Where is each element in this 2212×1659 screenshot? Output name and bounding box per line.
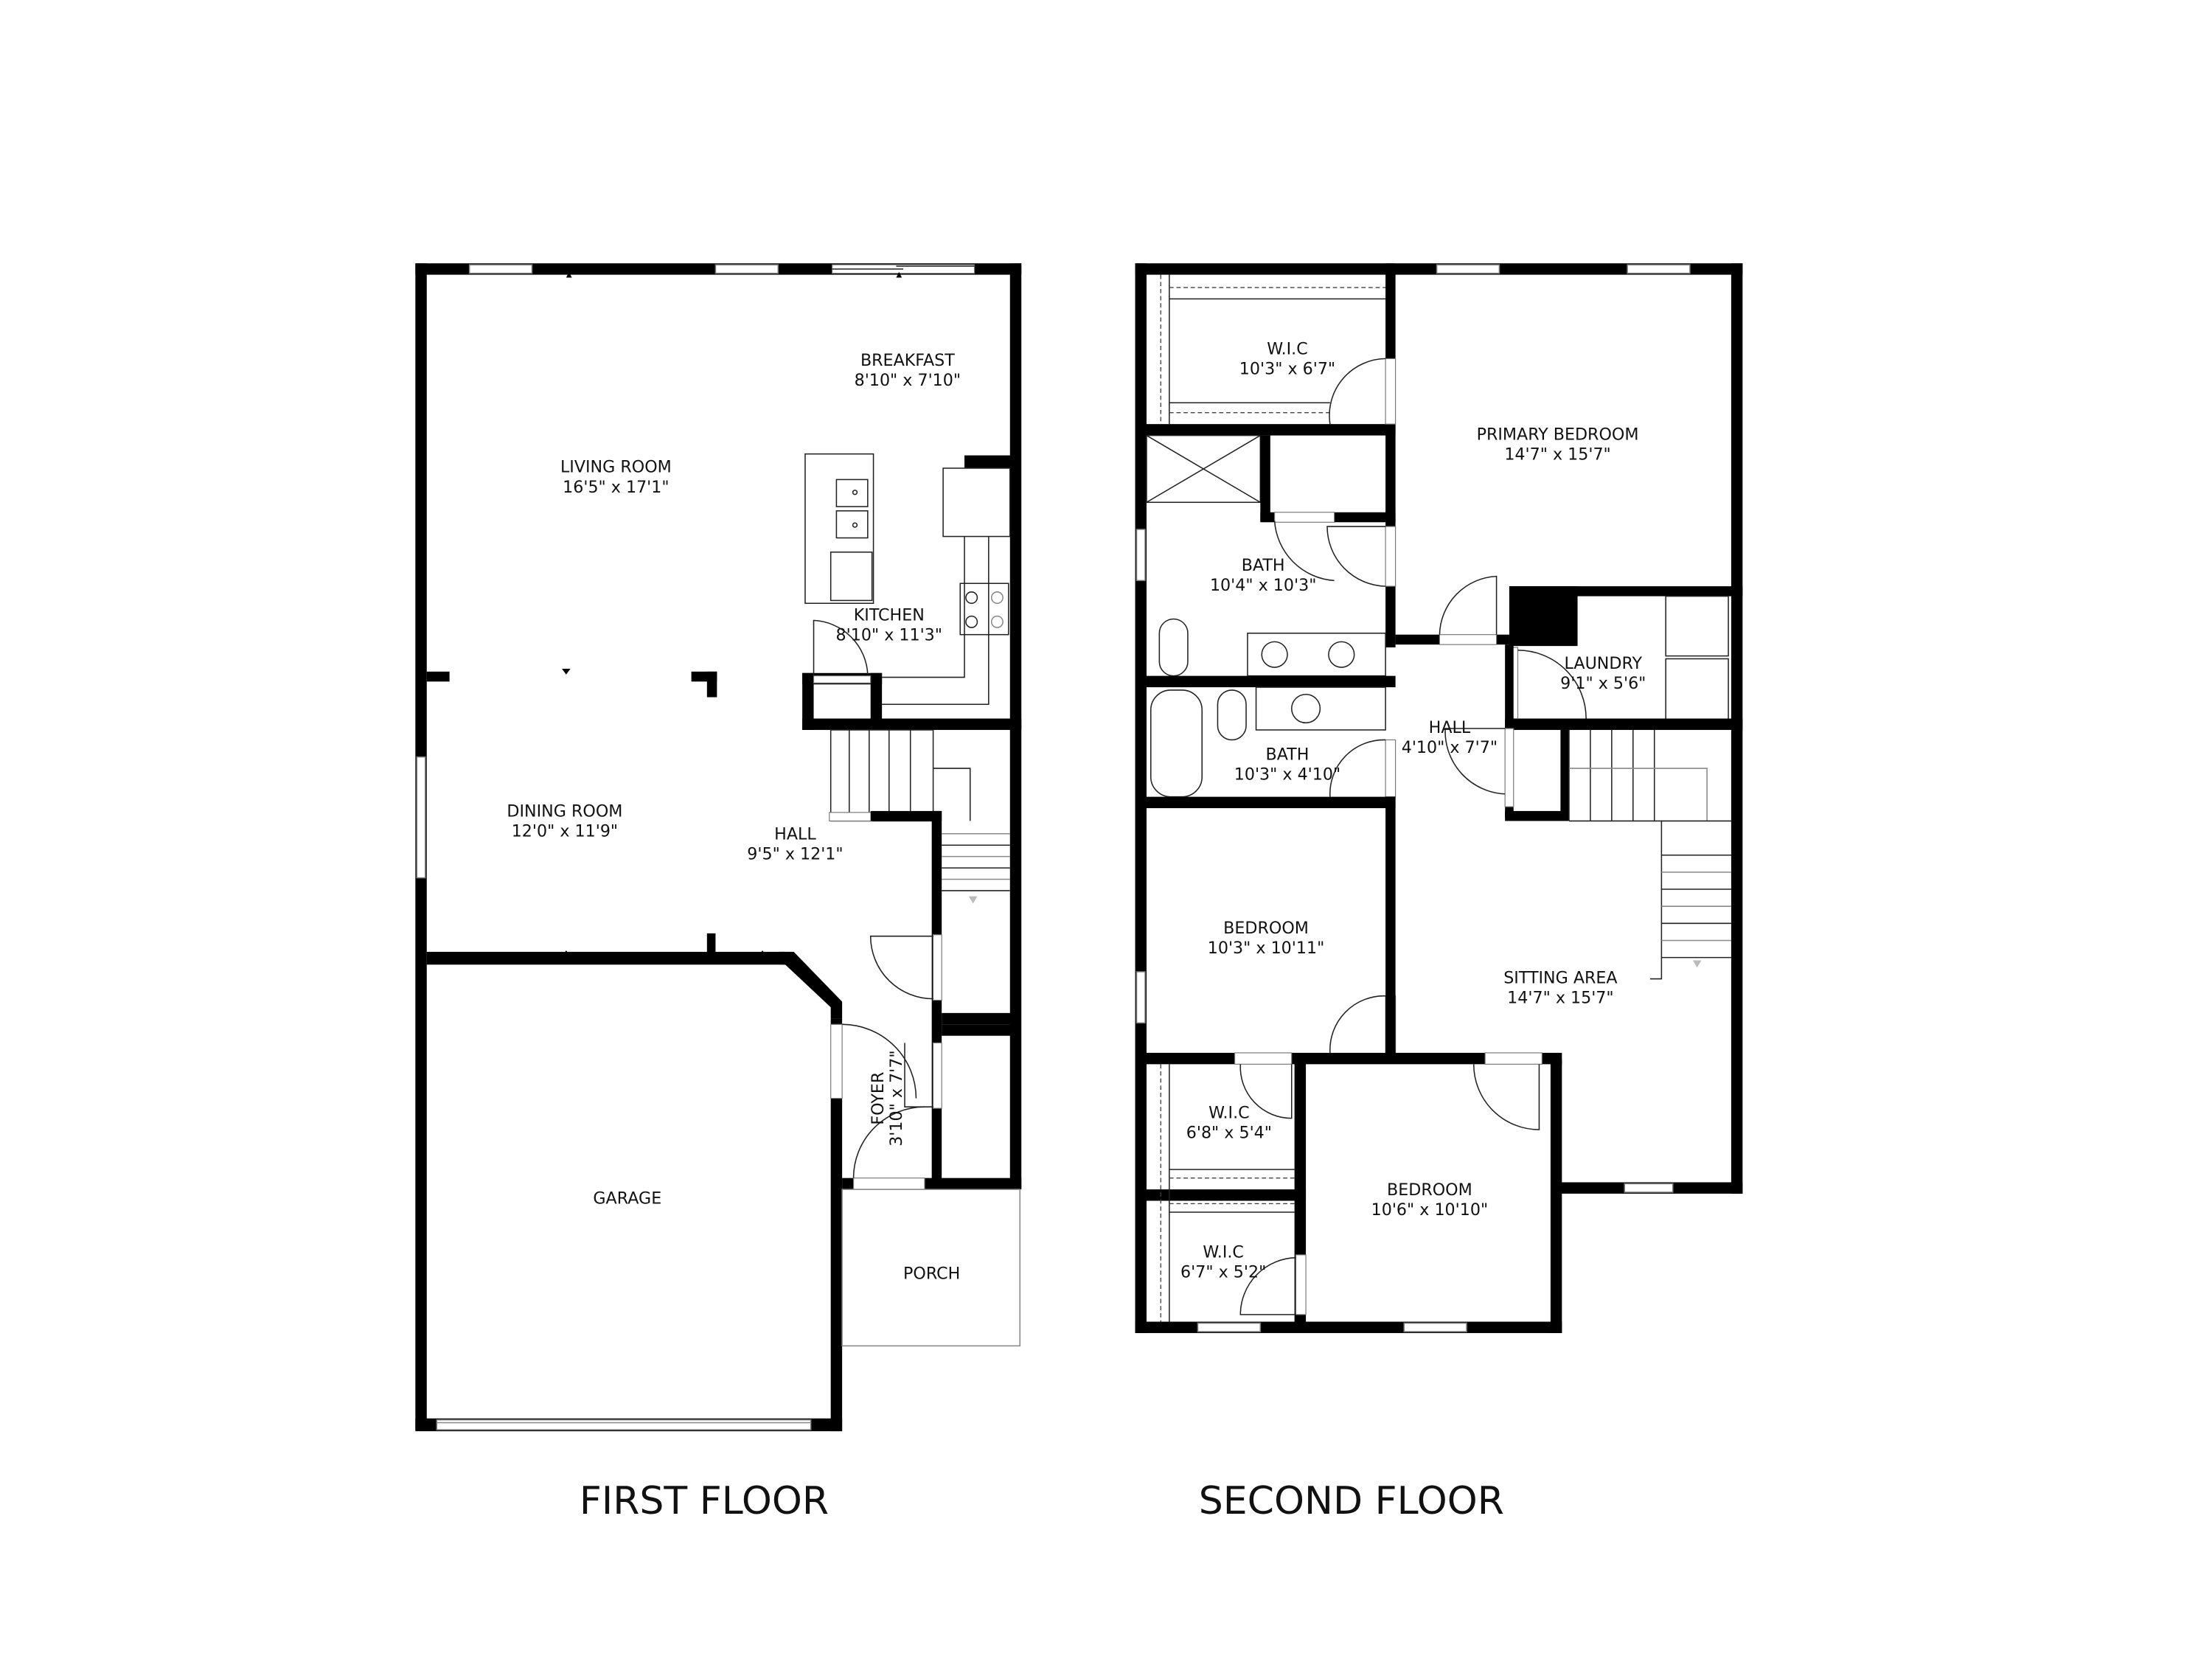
garage-door (436, 1419, 812, 1430)
room-dims-foyer: 3'10" x 7'7" (887, 1050, 906, 1146)
room-dims-hall-bath: 10'3" x 4'10" (1234, 765, 1340, 784)
vanity (1247, 632, 1386, 677)
room-label-foyer: FOYER (869, 1072, 888, 1125)
room-label-laundry: LAUNDRY (1565, 654, 1643, 673)
room-dims-laundry: 9'1" x 5'6" (1560, 674, 1646, 693)
window (416, 756, 426, 879)
second-floor-title: SECOND FLOOR (1199, 1479, 1504, 1523)
toilet (1158, 618, 1189, 677)
vanity (1255, 686, 1386, 731)
room-label-kitchen: KITCHEN (854, 605, 925, 625)
window (468, 264, 533, 274)
window (1135, 971, 1146, 1024)
room-label-hall-bath: BATH (1266, 745, 1310, 764)
room-label-bedroom-2: BEDROOM (1387, 1180, 1472, 1200)
room-label-bedroom-1: BEDROOM (1223, 919, 1309, 938)
room-label-dining-room: DINING ROOM (507, 802, 622, 821)
room-label-hall-upstairs: HALL (1429, 718, 1471, 737)
second-floor-labels: W.I.C 10'3" x 6'7" PRIMARY BEDROOM 14'7"… (1180, 340, 1646, 1282)
room-label-sitting-area: SITTING AREA (1503, 968, 1617, 987)
room-dims-wic-primary: 10'3" x 6'7" (1239, 360, 1335, 379)
window (1627, 264, 1691, 274)
room-label-garage: GARAGE (593, 1189, 661, 1208)
room-label-wic-2: W.I.C (1208, 1104, 1250, 1123)
first-floor-labels: LIVING ROOM 16'5" x 17'1" BREAKFAST 8'10… (507, 351, 961, 1284)
staircase (829, 729, 1010, 1189)
window (1436, 264, 1500, 274)
room-label-wic-3: W.I.C (1203, 1243, 1244, 1262)
room-label-breakfast: BREAKFAST (860, 351, 955, 370)
room-dims-primary-bedroom: 14'7" x 15'7" (1504, 445, 1610, 464)
room-label-hall: HALL (774, 825, 816, 844)
bathtub (1150, 689, 1203, 798)
kitchen-island (804, 453, 874, 605)
window (1197, 1322, 1262, 1332)
room-label-wic-primary: W.I.C (1267, 340, 1308, 359)
toilet (1217, 689, 1247, 741)
first-floor-title: FIRST FLOOR (580, 1479, 829, 1523)
room-dims-wic-2: 6'8" x 5'4" (1186, 1124, 1272, 1143)
pantry-door (813, 619, 869, 676)
room-dims-living-room: 16'5" x 17'1" (563, 478, 669, 497)
room-label-porch: PORCH (903, 1265, 960, 1284)
first-floor-plan (415, 263, 1022, 1432)
porch-outline (841, 1189, 1021, 1347)
stove (959, 582, 1009, 636)
room-dims-hall-upstairs: 4'10" x 7'7" (1402, 738, 1498, 757)
room-dims-bedroom-2: 10'6" x 10'10" (1371, 1200, 1489, 1220)
room-dims-kitchen: 8'10" x 11'3" (836, 625, 942, 644)
second-floor-plan (1135, 263, 1743, 1333)
room-dims-bedroom-1: 10'3" x 10'11" (1208, 939, 1325, 958)
room-dims-dining-room: 12'0" x 11'9" (512, 822, 618, 841)
room-dims-wic-3: 6'7" x 5'2" (1180, 1263, 1266, 1282)
room-label-living-room: LIVING ROOM (560, 458, 672, 477)
window (1624, 1183, 1674, 1193)
window (714, 264, 779, 274)
window (1135, 529, 1146, 582)
window (1403, 1322, 1467, 1332)
room-dims-breakfast: 8'10" x 7'10" (855, 371, 961, 390)
room-dims-primary-bath: 10'4" x 10'3" (1210, 576, 1316, 595)
staircase (1568, 729, 1731, 980)
refrigerator (942, 467, 1011, 538)
room-dims-hall: 9'5" x 12'1" (747, 845, 843, 864)
room-label-primary-bedroom: PRIMARY BEDROOM (1477, 425, 1639, 444)
room-label-primary-bath: BATH (1242, 556, 1285, 575)
room-dims-sitting-area: 14'7" x 15'7" (1507, 988, 1613, 1007)
